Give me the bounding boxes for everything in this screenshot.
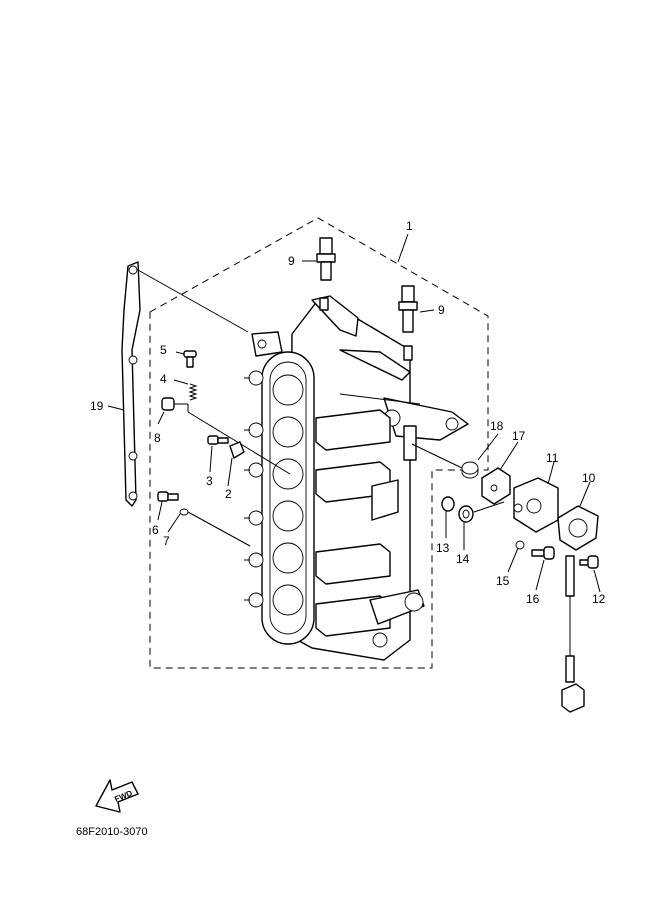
part-labels: 1 2 3 4 5 6 7 8 9 9 10 11 12 13 14 15 16… xyxy=(90,219,606,606)
label-7: 7 xyxy=(163,534,170,548)
label-3: 3 xyxy=(206,474,213,488)
fitting-9-lower xyxy=(398,285,418,333)
leader-lines xyxy=(107,233,601,593)
label-11: 11 xyxy=(546,451,559,465)
spring-18 xyxy=(411,443,479,479)
intake-manifold-body xyxy=(244,295,469,661)
label-17: 17 xyxy=(512,429,526,443)
label-12: 12 xyxy=(592,592,606,606)
label-14: 14 xyxy=(456,552,470,566)
fitting-9-upper xyxy=(316,237,336,281)
screw-6 xyxy=(157,491,179,502)
label-15: 15 xyxy=(496,574,510,588)
label-9-lower: 9 xyxy=(438,303,445,317)
label-2: 2 xyxy=(225,487,232,501)
screw-16 xyxy=(531,546,555,560)
collar-14 xyxy=(458,501,505,523)
assembly-boundary xyxy=(149,217,489,669)
label-13: 13 xyxy=(436,541,450,555)
screw-3 xyxy=(207,435,229,445)
label-18: 18 xyxy=(490,419,504,433)
label-10: 10 xyxy=(582,471,596,485)
sensor-10 xyxy=(557,505,599,713)
screw-5 xyxy=(183,350,197,368)
label-5: 5 xyxy=(160,343,167,357)
block-17 xyxy=(481,467,511,505)
gasket-strip-19 xyxy=(121,261,249,507)
fwd-arrow-icon: FWD xyxy=(95,779,139,813)
drawing-code: 68F2010-3070 xyxy=(76,826,148,838)
screw-12 xyxy=(579,555,599,569)
spring-4 xyxy=(188,383,198,401)
label-19: 19 xyxy=(90,399,104,413)
bracket-11 xyxy=(513,477,559,533)
label-6: 6 xyxy=(152,523,159,537)
label-8: 8 xyxy=(154,431,161,445)
label-9-upper: 9 xyxy=(288,254,295,268)
label-16: 16 xyxy=(526,592,540,606)
washer-13 xyxy=(441,496,455,512)
washer-15 xyxy=(515,540,525,550)
nut-2 xyxy=(229,441,245,459)
washer-7 xyxy=(179,508,251,547)
label-1: 1 xyxy=(406,219,413,233)
label-4: 4 xyxy=(160,372,167,386)
